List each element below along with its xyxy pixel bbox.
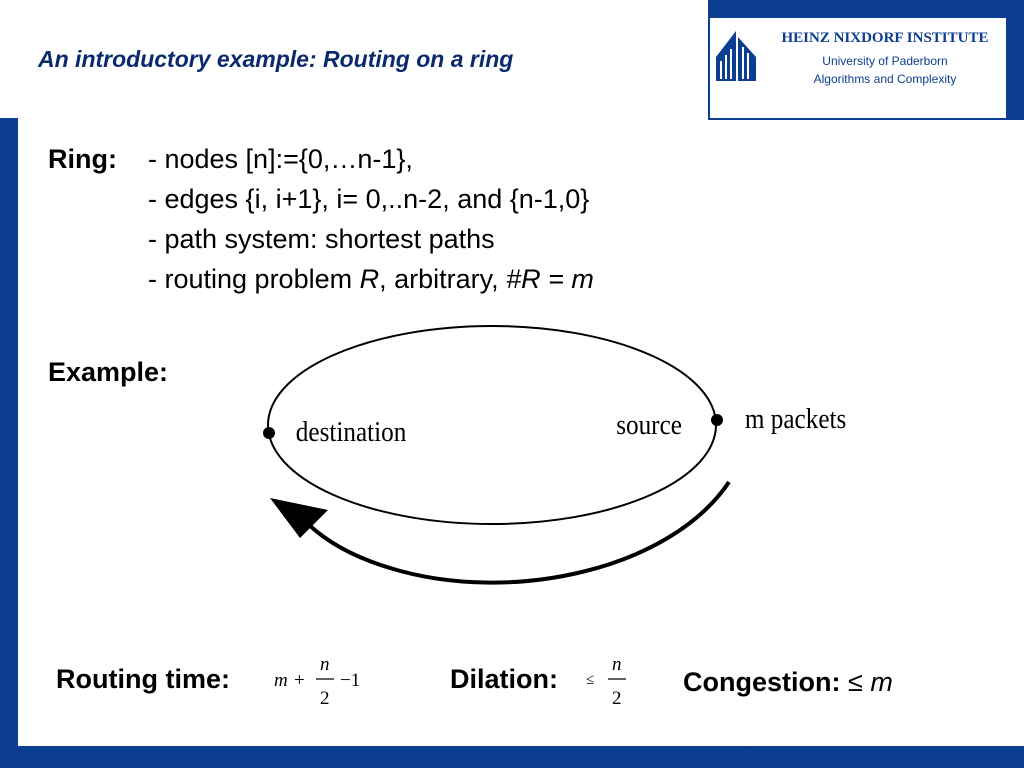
example-label: Example: [48,357,169,387]
dilation-formula: ≤ n 2 [586,654,626,709]
packets-label: m packets [745,403,846,435]
formula-minus-one: −1 [340,670,360,691]
ring-nodes-line: - nodes [n]:={0,…n-1}, [148,144,413,174]
ring-edges-line: - edges {i, i+1}, i= 0,..n-2, and {n-1,0… [148,184,590,214]
formula-m: m [274,670,288,691]
routing-problem-middle: , arbitrary, [379,264,507,294]
formula-denominator: 2 [320,688,330,709]
congestion-value: m [870,667,893,697]
university-name: University of Paderborn [822,54,948,68]
page-number: 10 [992,745,1008,761]
dilation-denominator: 2 [612,688,622,709]
ring-diagram: destination source m packets [263,325,846,585]
destination-node [263,427,275,439]
dilation-label: Dilation: [450,664,558,694]
institute-name: HEINZ NIXDORF INSTITUTE [781,30,989,46]
dilation-leq: ≤ [586,672,594,688]
group-name: Algorithms and Complexity [813,72,957,86]
ring-routing-problem-line: - routing problem R, arbitrary, #R = m [148,264,594,295]
routing-problem-prefix: - routing problem [148,264,360,294]
arrowhead-icon [270,498,328,538]
routing-problem-size: #R = m [506,264,594,294]
routing-problem-symbol: R [359,264,380,294]
bottom-accent-bar [0,746,1024,768]
destination-label: destination [296,416,407,448]
routing-time-label: Routing time: [56,664,230,694]
source-label: source [616,409,682,441]
dilation-numerator: n [612,654,622,675]
slide-title: An introductory example: Routing on a ri… [38,46,514,72]
source-node [711,414,723,426]
congestion-line: Congestion: ≤ m [683,667,893,698]
ring-label: Ring: [48,144,117,174]
routing-time-formula: m + n 2 −1 [274,654,360,709]
congestion-label: Congestion: [683,667,848,697]
left-accent-bar [0,118,18,746]
congestion-leq: ≤ [847,667,871,697]
institute-logo-icon [716,31,756,81]
formula-numerator: n [320,654,330,675]
ring-path-system-line: - path system: shortest paths [148,224,495,254]
formula-plus: + [294,670,305,691]
header-logo-panel [710,18,1006,118]
footer-author: Friedhelm Meyer auf der Heide [716,744,909,760]
routing-direction-arrow [306,480,731,585]
